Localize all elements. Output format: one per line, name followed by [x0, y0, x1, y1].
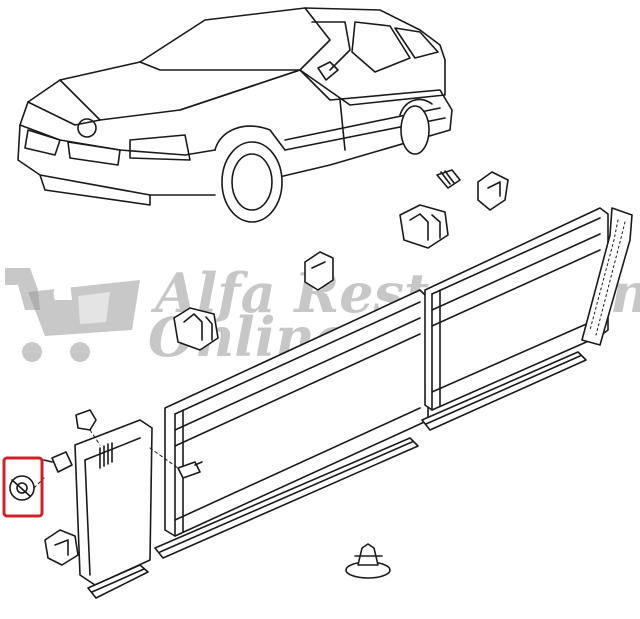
push-clip-top-left: [75, 409, 101, 446]
fender-strip-lower: [87, 564, 149, 599]
bracket-clip-lower-left: [44, 529, 79, 566]
alfa-logo-cart-icon: [5, 268, 140, 362]
door-moulding-front: [164, 289, 429, 537]
door-strip-front-lower: [154, 437, 419, 559]
rear-end-strip: [581, 207, 633, 346]
screw: [149, 447, 203, 479]
clip-screw-top: [436, 169, 461, 189]
clip-double-lower: [173, 307, 219, 351]
clip-bracket-top: [477, 171, 509, 211]
round-grommet[interactable]: [9, 475, 45, 501]
highlight-box: [2, 456, 44, 518]
clip-double-upper: [399, 204, 449, 249]
small-retainer-left: [43, 451, 73, 473]
clip-small-mid: [304, 251, 334, 291]
car-illustration: [17, 7, 453, 223]
fender-moulding: [74, 419, 153, 586]
star-clip-bottom: [345, 543, 391, 579]
door-strip-rear-lower: [421, 351, 587, 431]
